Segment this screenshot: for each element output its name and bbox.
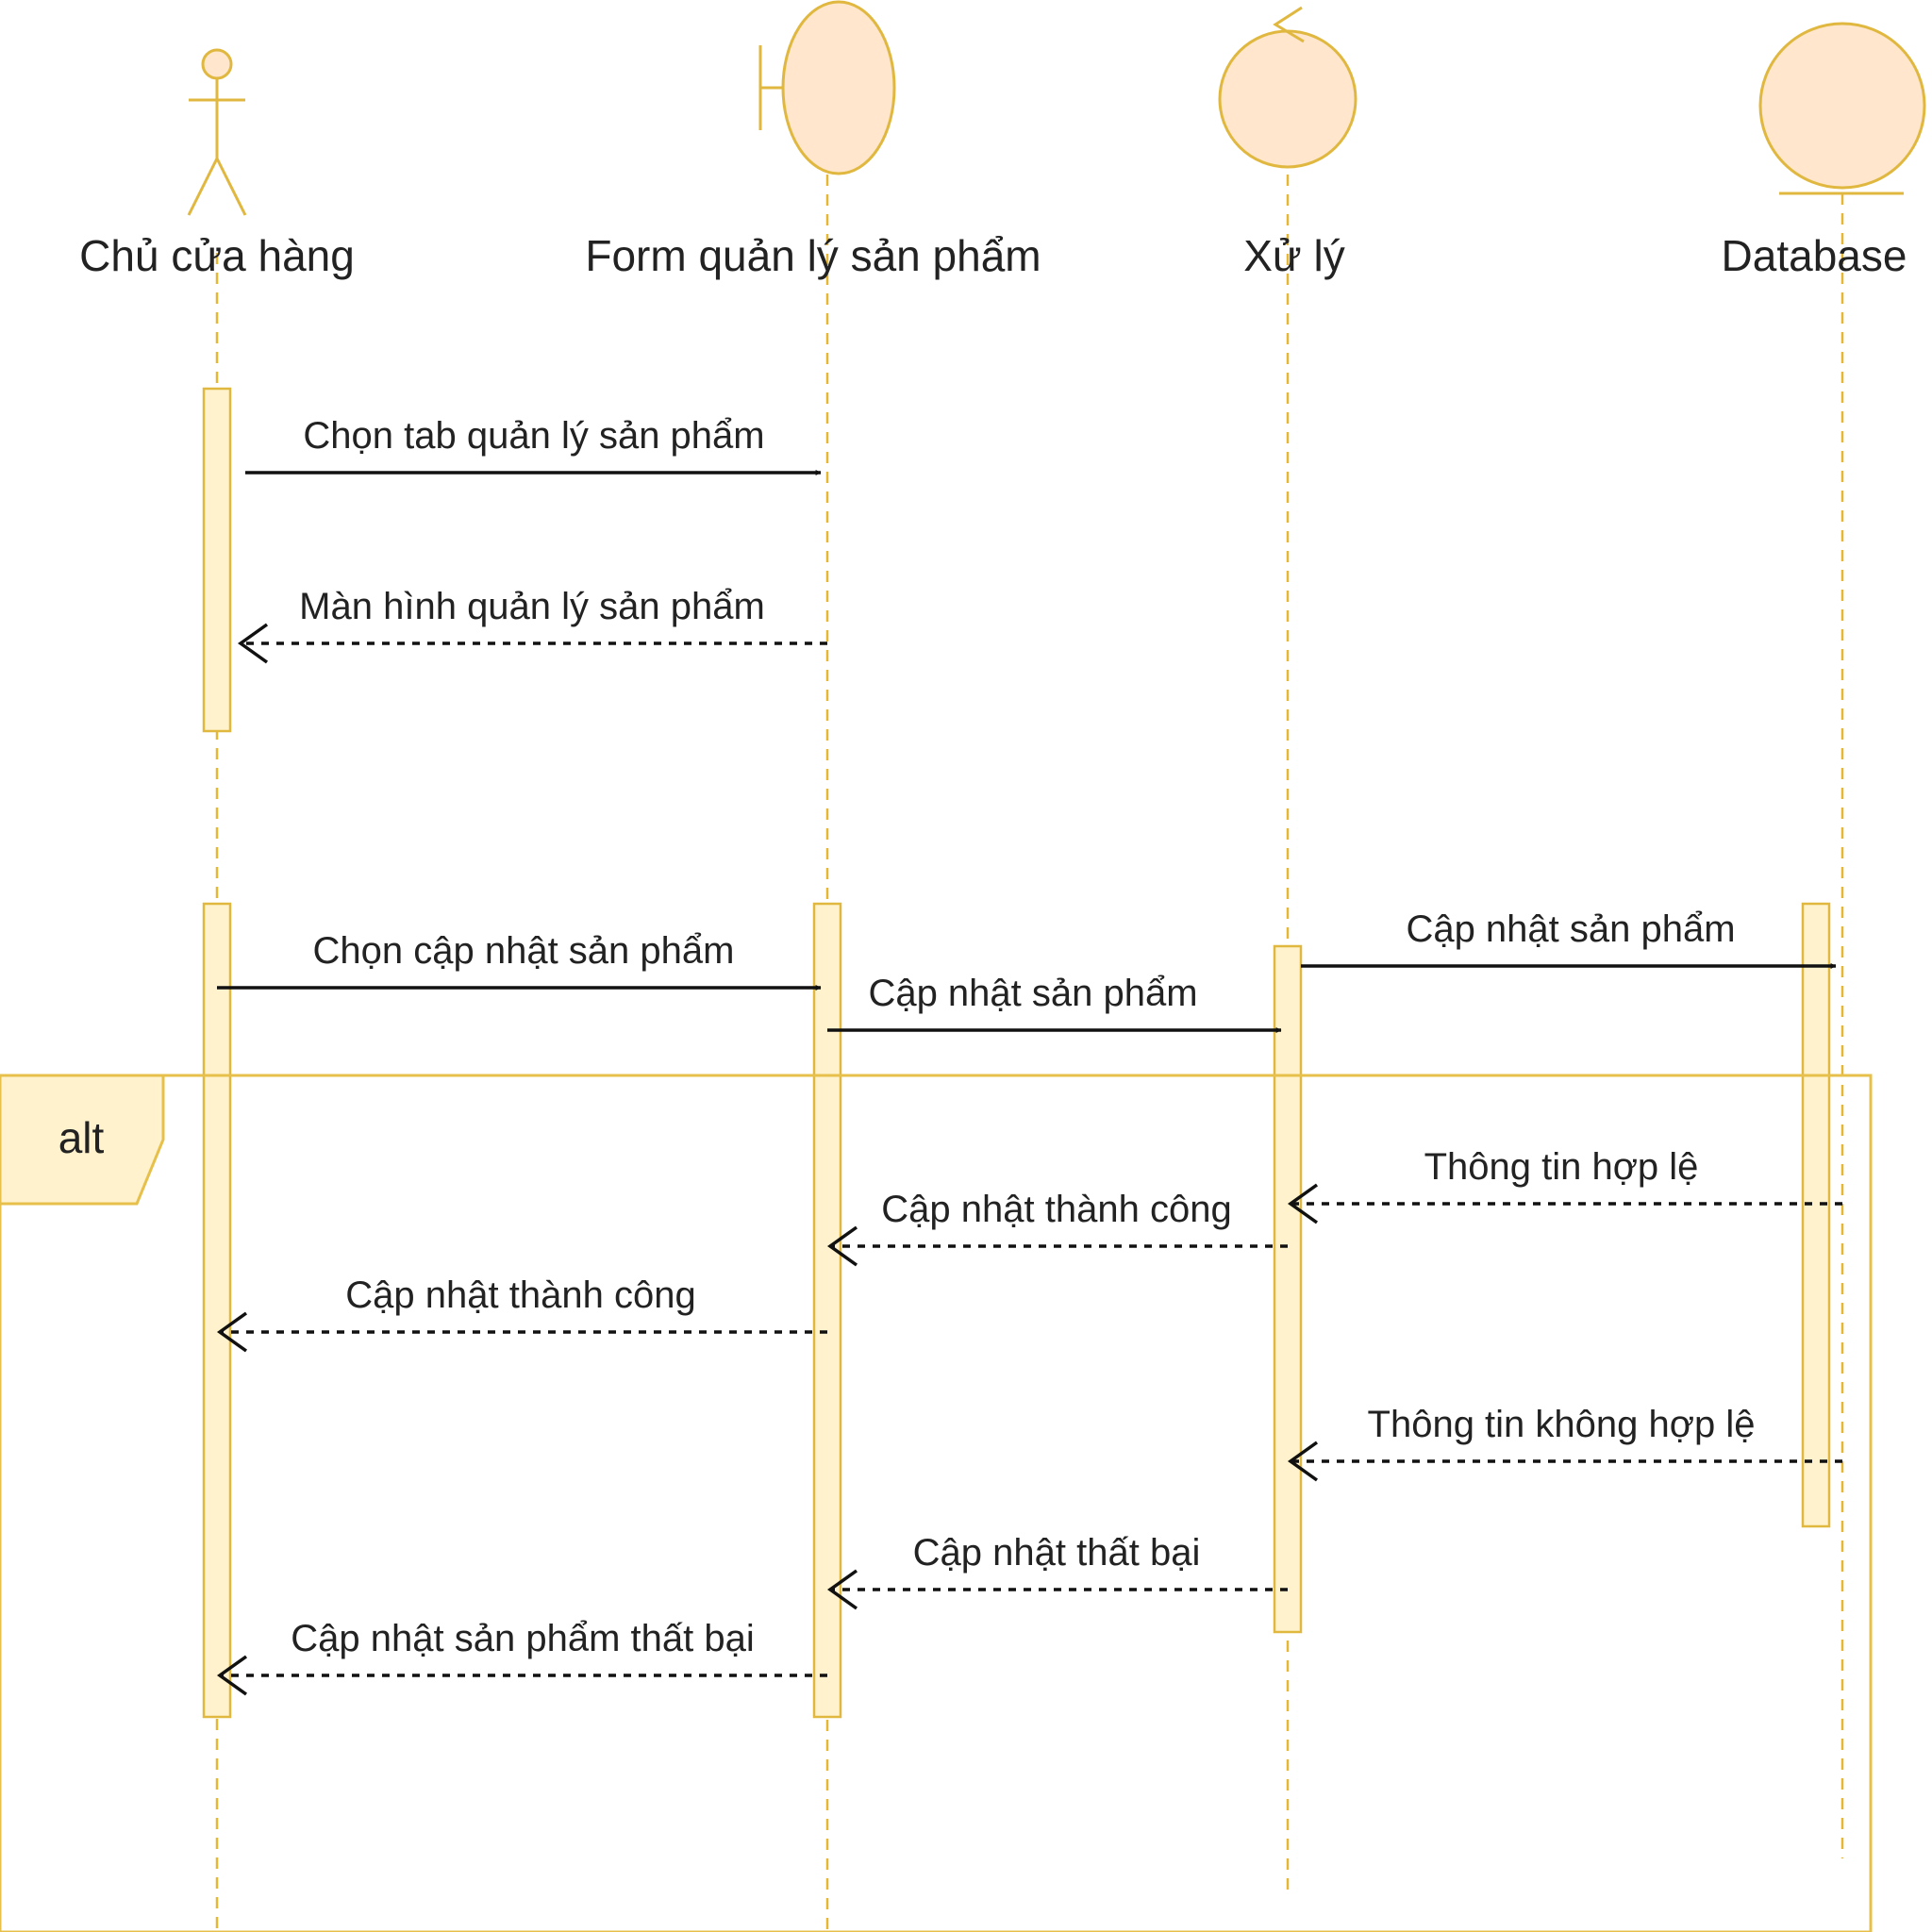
activation-owner-2 [202,902,232,1719]
message-label: Cập nhật thất bại [913,1532,1201,1574]
message-8: Cập nhật thành công [216,1274,827,1353]
message-label: Cập nhật sản phẩm [868,973,1197,1014]
participant-label-owner: Chủ cửa hàng [79,231,355,280]
message-3: Chọn cập nhật sản phẩm [217,930,822,991]
message-7: Cập nhật thành công [826,1189,1288,1267]
message-label: Thông tin không hợp lệ [1368,1404,1756,1445]
open-arrowhead [1287,1441,1319,1482]
open-arrowhead [826,1225,858,1267]
alt-frame-tab [0,1074,165,1206]
boundary-icon [758,0,896,175]
message-5: Cập nhật sản phẩm [1301,908,1837,969]
message-4: Cập nhật sản phẩm [827,973,1282,1033]
alt-frame-border [0,1074,1873,1932]
message-label: Chọn tab quản lý sản phẩm [303,415,764,457]
actor-icon [187,48,247,216]
message-label: Chọn cập nhật sản phẩm [313,930,735,972]
open-arrowhead [216,1655,248,1696]
control-icon [1218,6,1357,169]
message-label: Cập nhật thành công [881,1189,1231,1230]
participant-label-proc: Xử lý [1243,231,1344,280]
open-arrowhead [216,1311,248,1353]
activation-proc [1273,944,1303,1634]
open-arrowhead [826,1569,858,1610]
message-9: Thông tin không hợp lệ [1287,1404,1842,1482]
message-label: Màn hình quản lý sản phẩm [299,586,765,627]
message-6: Thông tin hợp lệ [1287,1146,1842,1224]
message-label: Cập nhật thành công [345,1274,695,1316]
message-1: Chọn tab quản lý sản phẩm [245,415,822,475]
activation-bars [202,387,1831,1719]
message-label: Cập nhật sản phẩm thất bại [291,1618,754,1659]
message-11: Cập nhật sản phẩm thất bại [216,1618,827,1696]
open-arrowhead [1287,1183,1319,1224]
alt-frame-label: alt [58,1113,105,1162]
activation-form [812,902,842,1719]
activation-db [1801,902,1831,1528]
message-label: Thông tin hợp lệ [1424,1146,1699,1188]
entity-icon [1758,22,1926,195]
message-2: Màn hình quản lý sản phẩm [237,586,827,664]
message-10: Cập nhật thất bại [826,1532,1288,1610]
open-arrowhead [237,623,269,664]
participant-label-form: Form quản lý sản phẩm [585,231,1041,280]
message-label: Cập nhật sản phẩm [1406,908,1735,950]
participant-label-db: Database [1722,231,1907,280]
alt-frame: alt [0,1074,1873,1932]
activation-owner-1 [202,387,232,733]
